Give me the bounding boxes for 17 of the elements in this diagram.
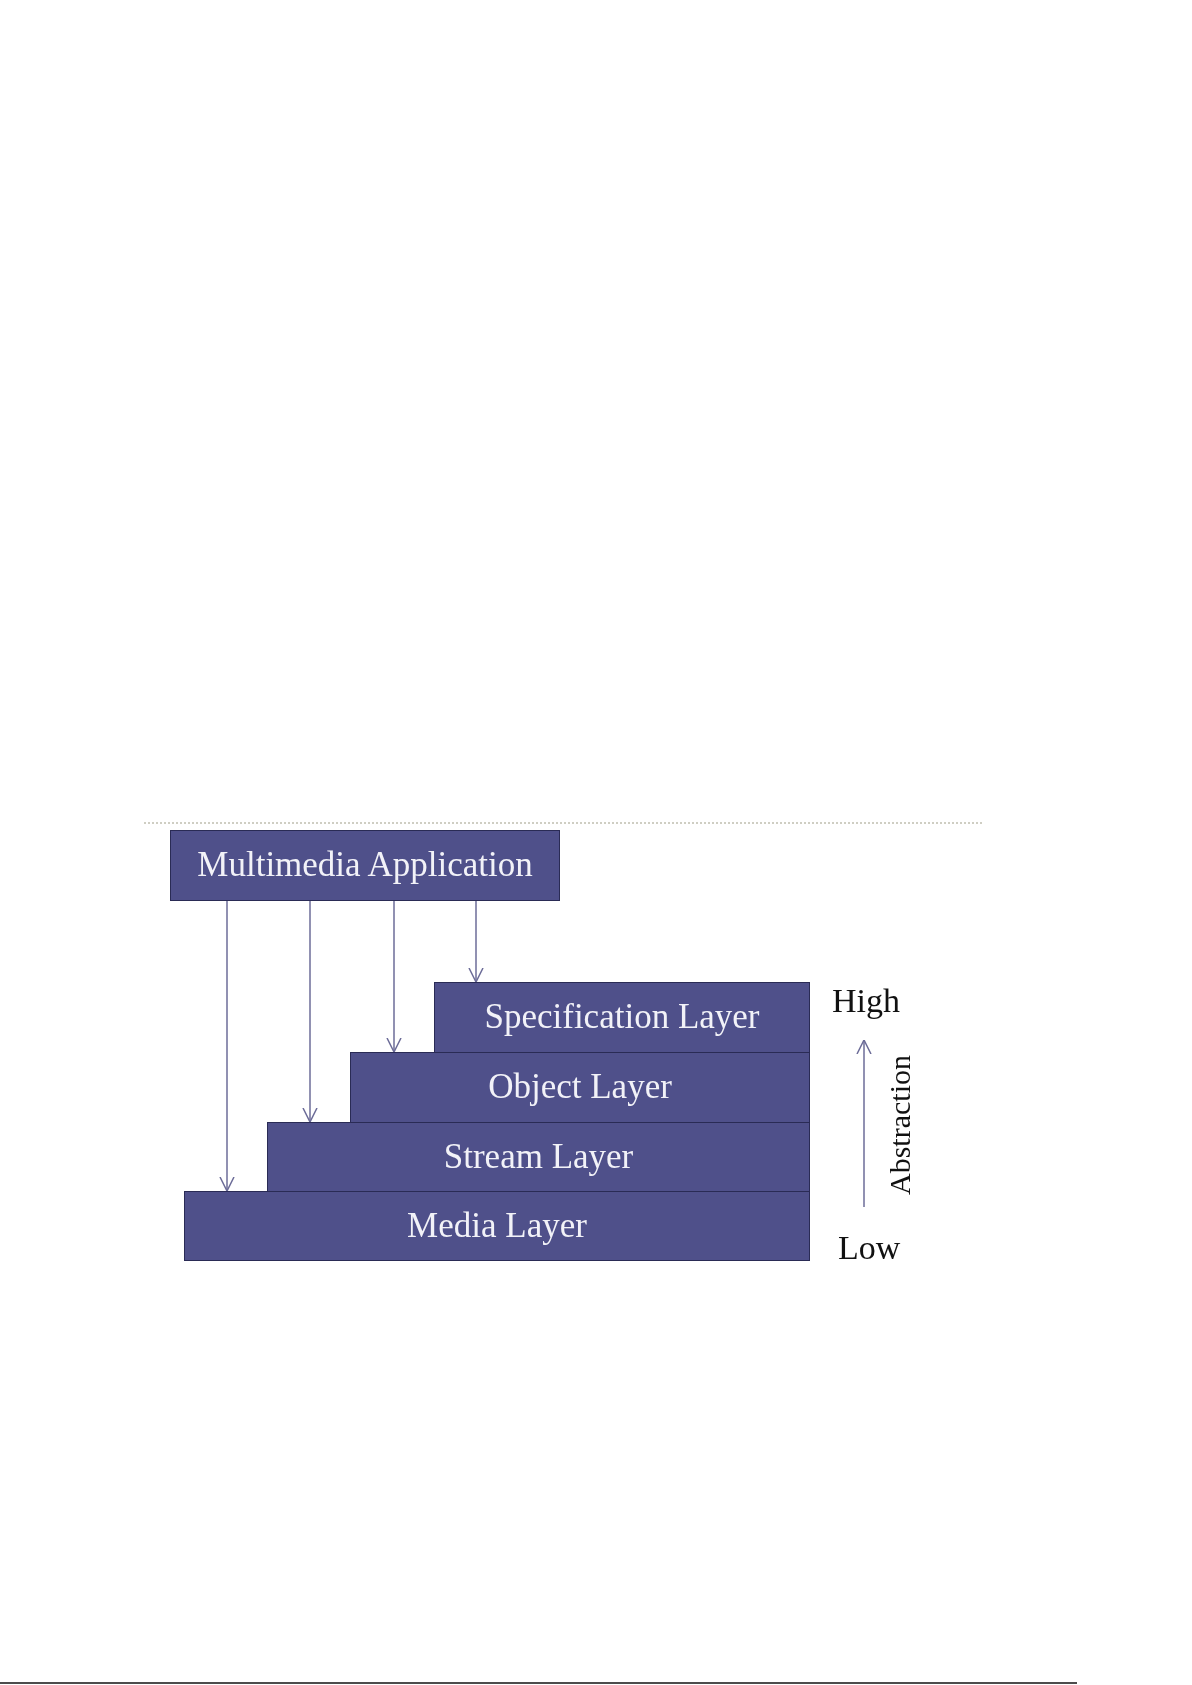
layer-label: Media Layer [407,1206,587,1246]
axis-title: Abstraction [884,1055,916,1195]
layer-box [267,1122,810,1192]
level-label: Low [838,1230,901,1266]
level-label: High [832,983,900,1019]
arrow [468,900,484,983]
layer-label: Stream Layer [443,1137,634,1177]
layer-label: Specification Layer [484,998,760,1037]
arrow [302,900,318,1123]
layer-label: Object Layer [488,1068,672,1107]
layer-box [350,1052,810,1123]
layer-box [184,1191,810,1261]
application-box [170,830,560,901]
arrow [386,900,402,1053]
application-label: Multimedia Application [197,846,533,885]
arrow [219,900,235,1192]
layer-box [434,982,810,1053]
